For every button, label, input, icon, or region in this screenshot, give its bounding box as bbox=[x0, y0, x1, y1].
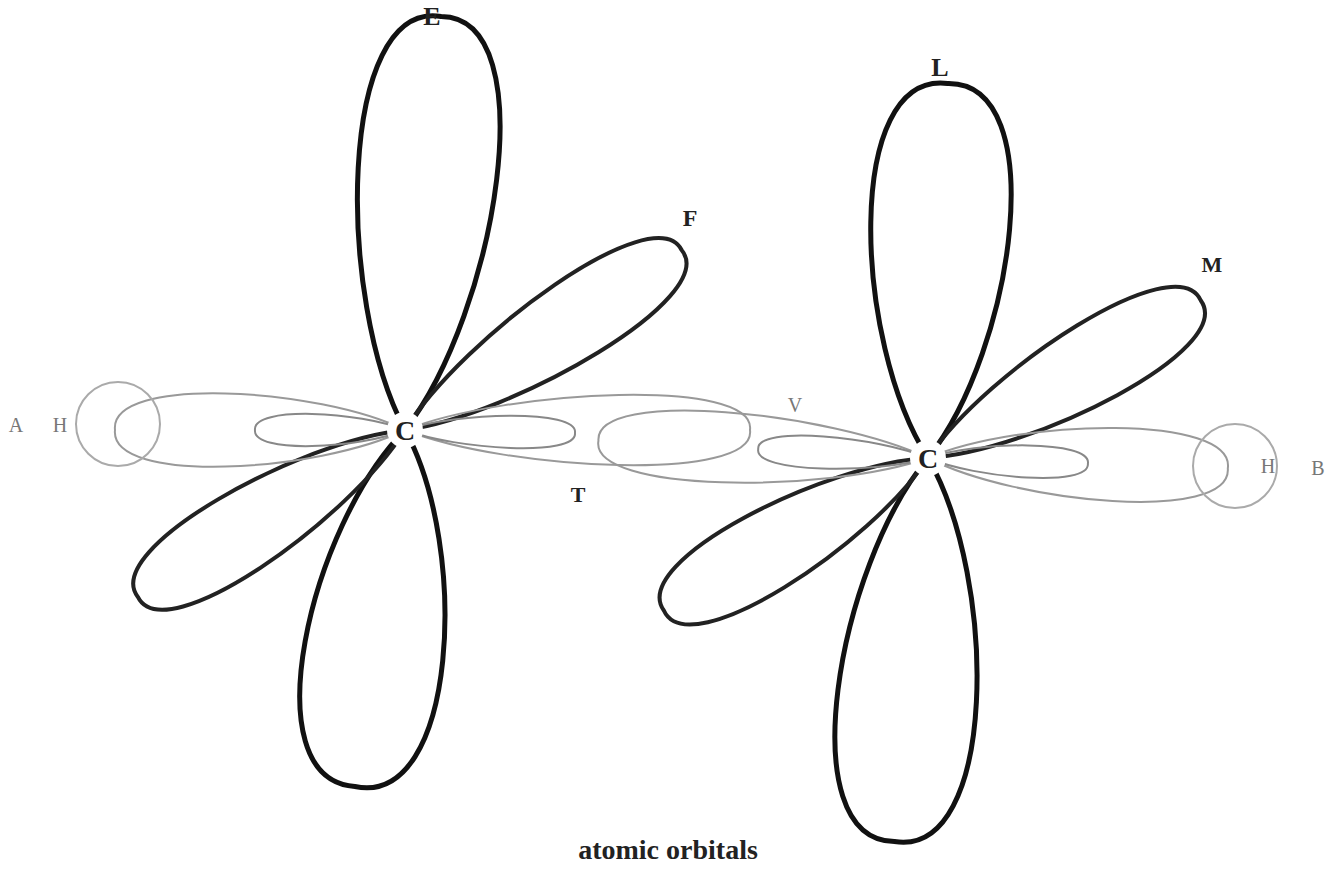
orbital-lobe bbox=[255, 414, 405, 446]
orbital-lobe bbox=[596, 406, 929, 494]
orbital-lobe bbox=[644, 423, 949, 646]
orbital-lobe bbox=[825, 452, 998, 848]
figure-caption: atomic orbitals bbox=[578, 834, 758, 866]
orbital-label: H bbox=[53, 415, 67, 435]
hydrogen-orbital bbox=[1193, 424, 1277, 508]
orbital-label: M bbox=[1202, 254, 1223, 276]
orbital-lobe bbox=[927, 421, 1230, 505]
orbital-lobe bbox=[115, 393, 405, 466]
orbital-lobe bbox=[405, 414, 576, 449]
carbon-nucleus bbox=[387, 412, 423, 448]
orbital-lobe bbox=[927, 442, 1088, 480]
orbital-lobe bbox=[336, 10, 511, 436]
orbital-lobe bbox=[383, 216, 704, 464]
carbon-nucleus bbox=[910, 440, 946, 476]
orbital-label: A bbox=[9, 415, 23, 435]
orbital-label: C bbox=[918, 445, 938, 473]
orbital-lobe bbox=[286, 420, 474, 796]
orbital-label: T bbox=[571, 484, 586, 506]
orbital-label: C bbox=[395, 417, 415, 445]
hydrogen-orbital bbox=[76, 382, 160, 466]
orbital-lobe bbox=[405, 395, 750, 465]
orbital-lobe bbox=[757, 433, 929, 474]
orbital-label: H bbox=[1261, 456, 1275, 476]
orbital-label: E bbox=[423, 4, 440, 30]
orbital-label: V bbox=[788, 395, 802, 415]
orbital-lobe bbox=[116, 396, 426, 631]
orbital-label: F bbox=[683, 206, 698, 230]
orbital-lobe bbox=[858, 80, 1017, 462]
orbital-label: B bbox=[1311, 458, 1324, 478]
orbital-lobe bbox=[908, 265, 1221, 493]
orbital-label: L bbox=[931, 55, 948, 81]
